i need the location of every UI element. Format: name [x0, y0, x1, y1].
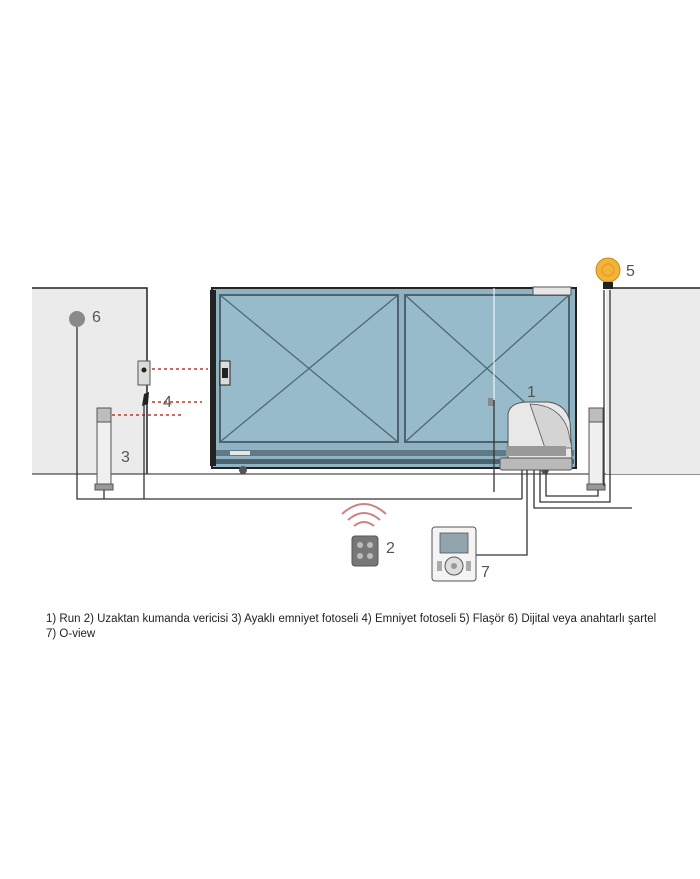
callout-2: 2: [386, 540, 395, 557]
callout-5: 5: [626, 263, 635, 280]
gate-stop: [532, 286, 572, 296]
key-switch-icon: [69, 311, 85, 327]
pillar-photocell-left: [94, 407, 114, 491]
wall-photocell: [137, 360, 151, 406]
right-wall: [606, 287, 700, 474]
run-motor: [488, 398, 573, 471]
photocell-beams: [112, 368, 208, 416]
callout-6: 6: [92, 309, 101, 326]
callout-1: 1: [527, 384, 536, 401]
legend-line-1: 1) Run 2) Uzaktan kumanda vericisi 3) Ay…: [46, 613, 657, 625]
callout-4: 4: [163, 394, 172, 411]
callout-7: 7: [481, 564, 490, 581]
remote-control-icon: [341, 503, 387, 567]
legend-caption: 1) Run 2) Uzaktan kumanda vericisi 3) Ay…: [46, 612, 686, 642]
legend-line-2: 7) O-view: [46, 628, 96, 640]
left-wall: [32, 287, 700, 475]
gate-photocell: [219, 360, 231, 386]
flasher-icon: [595, 257, 621, 289]
wiring: [76, 288, 632, 556]
pillar-photocell-right: [586, 407, 606, 491]
o-view-icon: [431, 526, 477, 582]
callout-3: 3: [121, 449, 130, 466]
